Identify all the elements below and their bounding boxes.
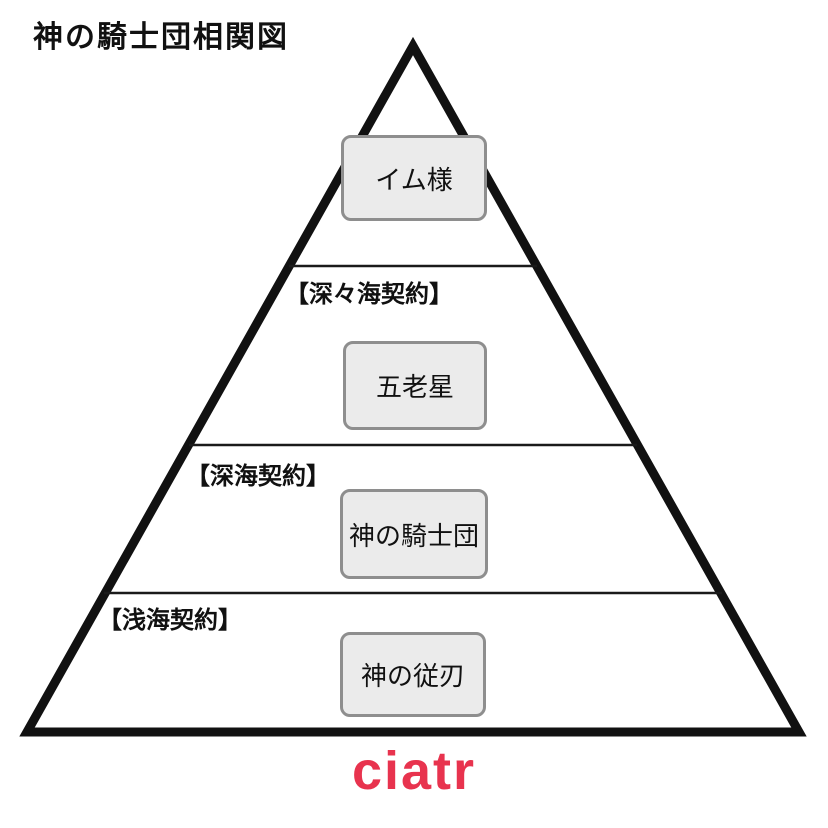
page-title: 神の騎士団相関図 — [33, 21, 289, 54]
node-kami-no-kishidan: 神の騎士団 — [340, 489, 488, 579]
node-kami-no-juujin: 神の従刃 — [340, 632, 486, 717]
node-gorosei: 五老星 — [343, 341, 487, 430]
pyramid-triangle — [19, 36, 807, 737]
contract-label-senkai: 【浅海契約】 — [98, 607, 242, 634]
contract-label-shinkai: 【深海契約】 — [186, 463, 330, 490]
node-imu-sama: イム様 — [341, 135, 487, 221]
contract-label-shinshinkai: 【深々海契約】 — [285, 281, 453, 308]
ciatr-logo: ciatr — [351, 741, 477, 801]
